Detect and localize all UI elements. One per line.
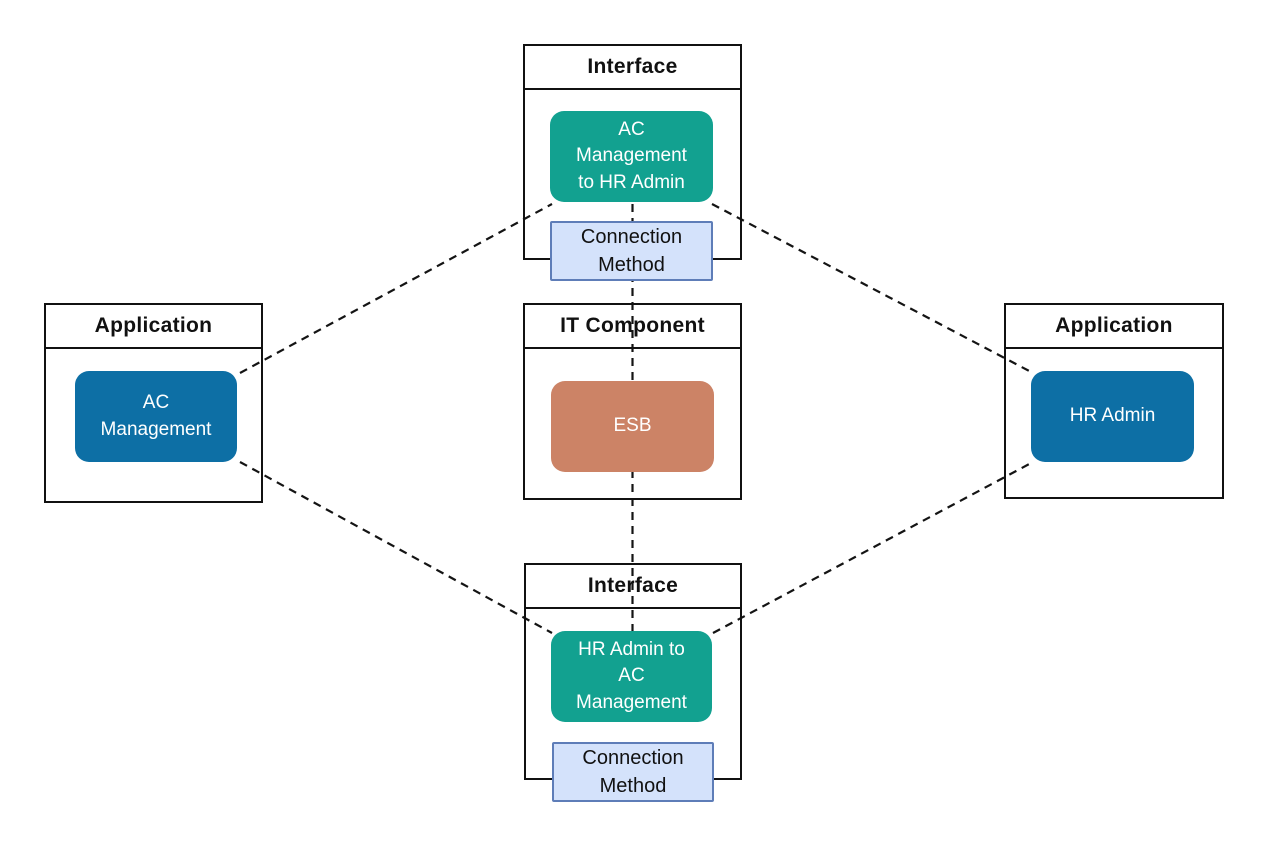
line-top-interface-to-hr-admin bbox=[711, 203, 1034, 374]
group-header-application-left: Application bbox=[46, 305, 261, 349]
group-header-interface-top: Interface bbox=[525, 46, 740, 90]
node-label: AC Management bbox=[100, 392, 212, 440]
connection-method-badge-top[interactable]: Connection Method bbox=[550, 221, 713, 281]
node-application-ac-management[interactable]: AC Management bbox=[75, 371, 237, 462]
group-header-application-right: Application bbox=[1006, 305, 1222, 349]
node-label: AC Management to HR Admin bbox=[576, 119, 687, 193]
group-application-left: Application AC Management bbox=[44, 303, 263, 503]
group-header-interface-bottom: Interface bbox=[526, 565, 740, 609]
group-interface-bottom: Interface HR Admin to AC Management Conn… bbox=[524, 563, 742, 802]
group-application-right: Application HR Admin bbox=[1004, 303, 1224, 499]
line-ac-management-to-top-interface bbox=[239, 203, 553, 374]
group-it-component: IT Component ESB bbox=[523, 303, 742, 500]
connection-method-label: Connection Method bbox=[580, 226, 683, 276]
node-interface-hr-admin-to-ac-management[interactable]: HR Admin to AC Management bbox=[551, 631, 712, 722]
node-label: HR Admin to AC Management bbox=[576, 639, 687, 713]
group-header-it-component: IT Component bbox=[525, 305, 740, 349]
node-it-component-esb[interactable]: ESB bbox=[551, 381, 714, 472]
connection-method-badge-bottom[interactable]: Connection Method bbox=[552, 742, 714, 802]
node-label: ESB bbox=[613, 415, 652, 437]
group-interface-top: Interface AC Management to HR Admin Conn… bbox=[523, 44, 742, 281]
line-bottom-interface-to-hr-admin bbox=[712, 461, 1034, 634]
node-label: HR Admin bbox=[1069, 405, 1156, 427]
connection-method-label: Connection Method bbox=[582, 747, 684, 797]
node-application-hr-admin[interactable]: HR Admin bbox=[1031, 371, 1194, 462]
node-interface-ac-management-to-hr-admin[interactable]: AC Management to HR Admin bbox=[550, 111, 713, 202]
line-ac-management-to-bottom-interface bbox=[239, 461, 553, 634]
